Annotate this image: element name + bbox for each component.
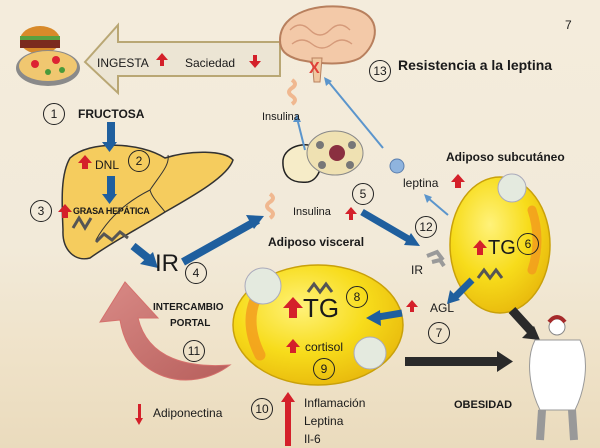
saciedad-down-arrow-icon [249, 61, 261, 68]
insulin-up-arrow-icon [345, 207, 357, 214]
fat-up-arrow-icon [58, 204, 72, 212]
step-1-badge: 1 [43, 103, 65, 125]
portal-label-line2: PORTAL [170, 318, 211, 329]
insulin-receptor-icon [426, 249, 446, 268]
leptin-resistance-title: Resistencia a la leptina [398, 57, 553, 73]
dna-icon [476, 267, 504, 281]
step-9-badge: 9 [313, 358, 335, 380]
portal-exchange-arrow [99, 281, 232, 381]
visceral-tg-label: TG [303, 293, 340, 323]
cortisol-up-arrow-stem [290, 347, 296, 353]
subq-tg-up-arrow-icon [473, 240, 487, 248]
hepatic-fat-label: GRASA HEPÁTICA [73, 206, 150, 216]
dna-icon [71, 215, 93, 231]
insulin-brain-label: Insulina [262, 111, 300, 123]
fructose-label: FRUCTOSA [78, 107, 145, 121]
blocked-mark: X [309, 60, 320, 77]
agl-up-arrow-icon [406, 300, 418, 307]
portal-label-line1: INTERCAMBIO [153, 302, 224, 313]
secretion-item: Inflamación [304, 396, 366, 410]
subq-tg-label: TG [488, 237, 516, 259]
dnl-label: DNL [95, 158, 120, 172]
step-13-badge: 13 [369, 60, 391, 82]
page-number: 7 [565, 18, 572, 32]
step-11-badge: 11 [183, 340, 205, 362]
subq-tg-up-arrow-stem [477, 248, 483, 255]
step-2-badge: 2 [128, 150, 150, 172]
immune-cell-icon [353, 336, 387, 370]
fat-up-arrow-stem [62, 212, 68, 218]
adiponectin-label: Adiponectina [153, 406, 223, 420]
step-10-badge: 10 [251, 398, 273, 420]
agl-up-arrow-stem [410, 307, 414, 312]
visceral-tg-up-arrow-stem [289, 308, 297, 318]
liver-shape [61, 144, 234, 260]
subcutaneous-adipocyte [449, 176, 551, 314]
ir-to-insulin-arrow [181, 216, 260, 266]
cortisol-up-arrow-icon [286, 339, 300, 347]
leptin-label: leptina [403, 176, 439, 190]
brain-icon: X [278, 5, 376, 83]
leptin-up-arrow-icon [451, 174, 465, 182]
saciedad-label: Saciedad [185, 56, 236, 70]
adiponectin-down-arrow-icon [135, 418, 143, 425]
step-6-badge: 6 [517, 233, 539, 255]
visceral-title: Adiposo visceral [268, 235, 365, 249]
visceral-tg-up-arrow-icon [283, 297, 303, 308]
insulin-resistance-label: IR [155, 250, 179, 277]
immune-cell-icon [244, 267, 282, 305]
cortisol-label: cortisol [305, 340, 344, 354]
immune-cell-icon [497, 173, 527, 203]
leptin-protein-icon [389, 158, 405, 174]
dnl-up-arrow-icon [78, 155, 92, 163]
leptin-to-brain-arrow [326, 79, 384, 149]
saciedad-down-arrow-stem [253, 55, 257, 61]
leptin-up-arrow-stem [455, 182, 461, 188]
adipose-to-leptin-arrow [427, 197, 449, 216]
receptor-ir-label: IR [411, 263, 423, 277]
secretion-item: Leptina [304, 414, 344, 428]
insulin-mid-label: Insulina [293, 206, 331, 218]
obesity-label: OBESIDAD [454, 399, 513, 411]
insulin-up-arrow-stem [349, 214, 353, 220]
secretions-up-arrow-stem [285, 402, 291, 446]
step-12-badge: 12 [415, 216, 437, 238]
insulin-molecule-icon [287, 78, 297, 106]
adiponectin-down-arrow-stem [138, 404, 141, 420]
step-4-badge: 4 [185, 262, 207, 284]
secretions-up-arrow-icon [281, 392, 295, 402]
insulin-to-brain-arrow [296, 117, 306, 151]
ingesta-label: INGESTA [97, 56, 149, 70]
insulin-molecule-icon [265, 192, 275, 220]
food-illustration-icon [16, 26, 80, 86]
dna-icon [94, 230, 129, 244]
dna-icon [306, 281, 334, 295]
agl-label: AGL [430, 301, 455, 315]
dnl-up-arrow-stem [82, 163, 88, 169]
step-7-badge: 7 [428, 322, 450, 344]
step-5-badge: 5 [352, 183, 374, 205]
insulin-to-receptor-arrow [360, 208, 412, 244]
intake-satiety-arrow [83, 22, 281, 96]
secretion-item: Il-6 [304, 432, 321, 446]
pancreatic-islet-icon [282, 130, 364, 183]
obese-person-icon [529, 315, 586, 441]
subcutaneous-title: Adiposo subcutáneo [446, 150, 565, 164]
step-8-badge: 8 [346, 286, 368, 308]
ingesta-up-arrow-stem [160, 60, 164, 66]
ingesta-up-arrow-icon [156, 53, 168, 60]
step-3-badge: 3 [30, 200, 52, 222]
